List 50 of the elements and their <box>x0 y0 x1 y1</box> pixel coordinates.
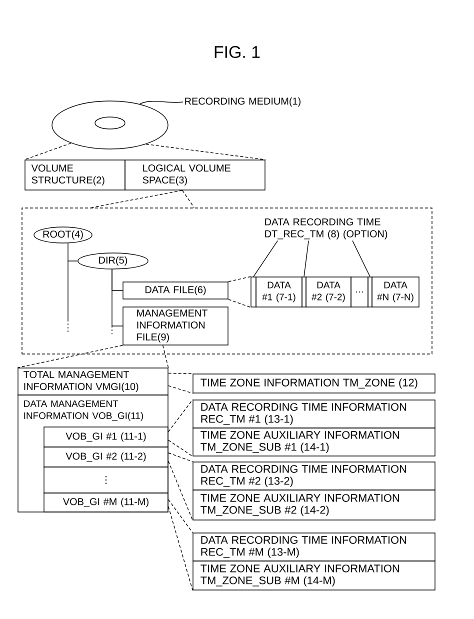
expansion-line <box>182 190 194 208</box>
bar <box>368 276 372 308</box>
expansion-line <box>168 506 193 591</box>
expansion-line <box>162 345 169 368</box>
expansion-line <box>24 142 72 160</box>
info-box: DATA RECORDING TIME INFORMATION REC_TM #1 (13-1) <box>192 400 436 428</box>
bar <box>302 276 306 308</box>
file-box: DATA FILE(6) <box>122 282 228 300</box>
data-cell: … <box>350 276 368 308</box>
expansion-line <box>168 385 193 394</box>
figure-title: FIG. 1 <box>214 46 260 58</box>
info-box: VOB_GI #1 (11-1) <box>44 426 168 448</box>
data-cell: DATA #1 (7-1) <box>256 276 302 308</box>
bar <box>250 276 256 308</box>
leader-line <box>253 240 278 277</box>
label-text: RECORDING MEDIUM(1) <box>185 97 300 107</box>
info-box: DATA RECORDING TIME INFORMATION REC_TM #M (13-M) <box>192 532 436 562</box>
volume-field: VOLUME STRUCTURE(2) <box>24 160 126 190</box>
label-text: DATA RECORDING TIME DT_REC_TM (8) (OPTION) <box>265 218 388 240</box>
info-box: TIME ZONE INFORMATION TM_ZONE (12) <box>192 374 436 394</box>
volume-field: LOGICAL VOLUME SPACE(3) <box>124 160 266 190</box>
expansion-line <box>146 144 266 160</box>
info-box: DATA RECORDING TIME INFORMATION REC_TM #2 (13-2) <box>192 462 436 490</box>
data-cell: DATA #2 (7-2) <box>306 276 352 308</box>
expansion-line <box>168 399 193 432</box>
info-box: TIME ZONE AUXILIARY INFORMATION TM_ZONE_SUB #1 (14-1) <box>192 428 436 456</box>
expansion-line <box>168 460 193 521</box>
expansion-line <box>168 440 193 457</box>
data-cell: DATA #N (7-N) <box>372 276 420 308</box>
info-box: VOB_GI #M (11-M) <box>44 492 168 512</box>
expansion-line <box>228 276 251 282</box>
enclosure-frame <box>22 208 432 354</box>
leader-line <box>352 240 370 277</box>
expansion-line <box>17 345 123 368</box>
info-box: TIME ZONE AUXILIARY INFORMATION TM_ZONE_SUB #2 (14-2) <box>192 490 436 520</box>
info-box: TIME ZONE AUXILIARY INFORMATION TM_ZONE_SUB #M (14-M) <box>192 560 436 590</box>
expansion-line <box>91 190 183 208</box>
expansion-line <box>228 299 251 308</box>
tree-line <box>68 243 78 262</box>
info-box: VOB_GI #2 (11-2) <box>44 446 168 468</box>
expansion-line <box>168 499 193 533</box>
disc <box>52 100 168 150</box>
leader-line <box>140 100 184 104</box>
tree-line <box>112 269 123 326</box>
info-box: ⋮ <box>44 466 168 494</box>
file-box: MANAGEMENT INFORMATION FILE(9) <box>122 306 228 346</box>
leader-line <box>304 240 309 277</box>
expansion-line <box>168 452 193 462</box>
expansion-line <box>168 372 193 374</box>
info-box: TOTAL MANAGEMENT INFORMATION VMGI(10) <box>18 368 168 396</box>
